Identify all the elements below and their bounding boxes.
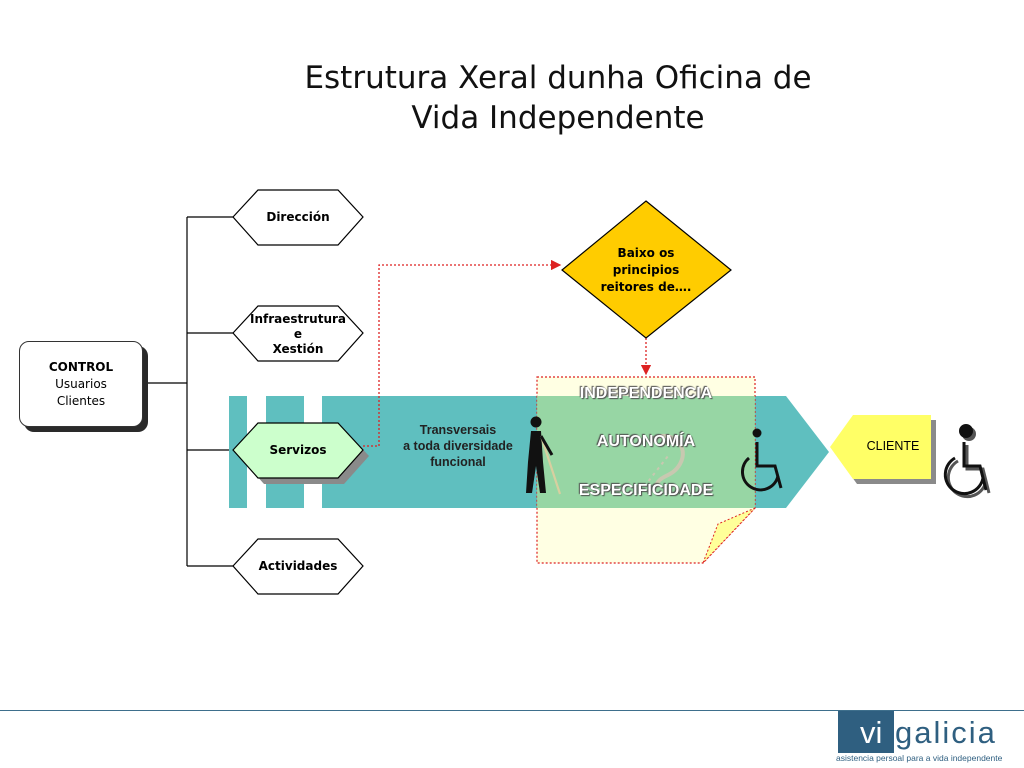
infra-label-line-2: e	[293, 327, 303, 341]
logo-tagline: asistencia persoal para a vida independe…	[836, 753, 1003, 763]
page-title: Estrutura Xeral dunha Oficina de Vida In…	[240, 58, 876, 138]
infra-label-line-1: Infraestrutura	[249, 312, 347, 326]
cliente-label: CLIENTE	[866, 439, 920, 453]
value-especificidade: ESPECIFICIDADE	[578, 482, 714, 499]
infra-label: Infraestrutura e Xestión	[233, 312, 363, 357]
logo-galicia: galicia	[895, 715, 997, 750]
transversal-label: Transversais a toda diversidade funciona…	[388, 422, 528, 470]
control-box[interactable]	[19, 341, 143, 427]
values-note	[536, 376, 756, 564]
principles-diamond[interactable]	[561, 200, 732, 339]
servizos-node[interactable]	[232, 422, 364, 479]
title-line-2: Vida Independente	[411, 100, 705, 136]
transversal-line-3: funcional	[430, 455, 486, 469]
logo-vi: vi	[860, 715, 883, 750]
value-autonomia: AUTONOMÍA	[596, 433, 696, 450]
title-line-1: Estrutura Xeral dunha Oficina de	[304, 60, 812, 96]
control-line-clientes: Clientes	[56, 394, 106, 408]
transversal-line-2: a toda diversidade	[403, 439, 513, 453]
cliente-box[interactable]	[830, 415, 931, 479]
wheelchair-icon	[741, 428, 783, 492]
diamond-label-line-3: reitores de….	[600, 280, 692, 294]
servizos-label: Servizos	[269, 443, 327, 457]
deaf-ear-icon	[639, 433, 685, 493]
footer-divider	[0, 710, 1024, 711]
diamond-label-line-2: principios	[612, 263, 680, 277]
diamond-label-line-1: Baixo os	[617, 246, 675, 260]
infra-label-line-3: Xestión	[272, 342, 324, 356]
control-label: CONTROL Usuarios Clientes	[19, 359, 143, 410]
tree-connectors	[145, 216, 233, 567]
actividades-node[interactable]	[232, 538, 364, 595]
infra-node[interactable]	[232, 305, 364, 362]
direccion-label: Dirección	[266, 210, 330, 224]
wheelchair-outline-icon	[943, 424, 991, 499]
actividades-label: Actividades	[258, 559, 338, 573]
transversal-line-1: Transversais	[419, 423, 497, 437]
logo-block	[838, 711, 894, 753]
direccion-node[interactable]	[232, 189, 364, 246]
servizos-to-diamond-connector	[363, 259, 562, 447]
control-title: CONTROL	[48, 360, 114, 374]
value-independencia: INDEPENDENCIA	[579, 385, 713, 402]
blind-person-icon	[526, 416, 562, 495]
control-line-usuarios: Usuarios	[55, 377, 107, 391]
diamond-label: Baixo os principios reitores de….	[586, 245, 706, 296]
